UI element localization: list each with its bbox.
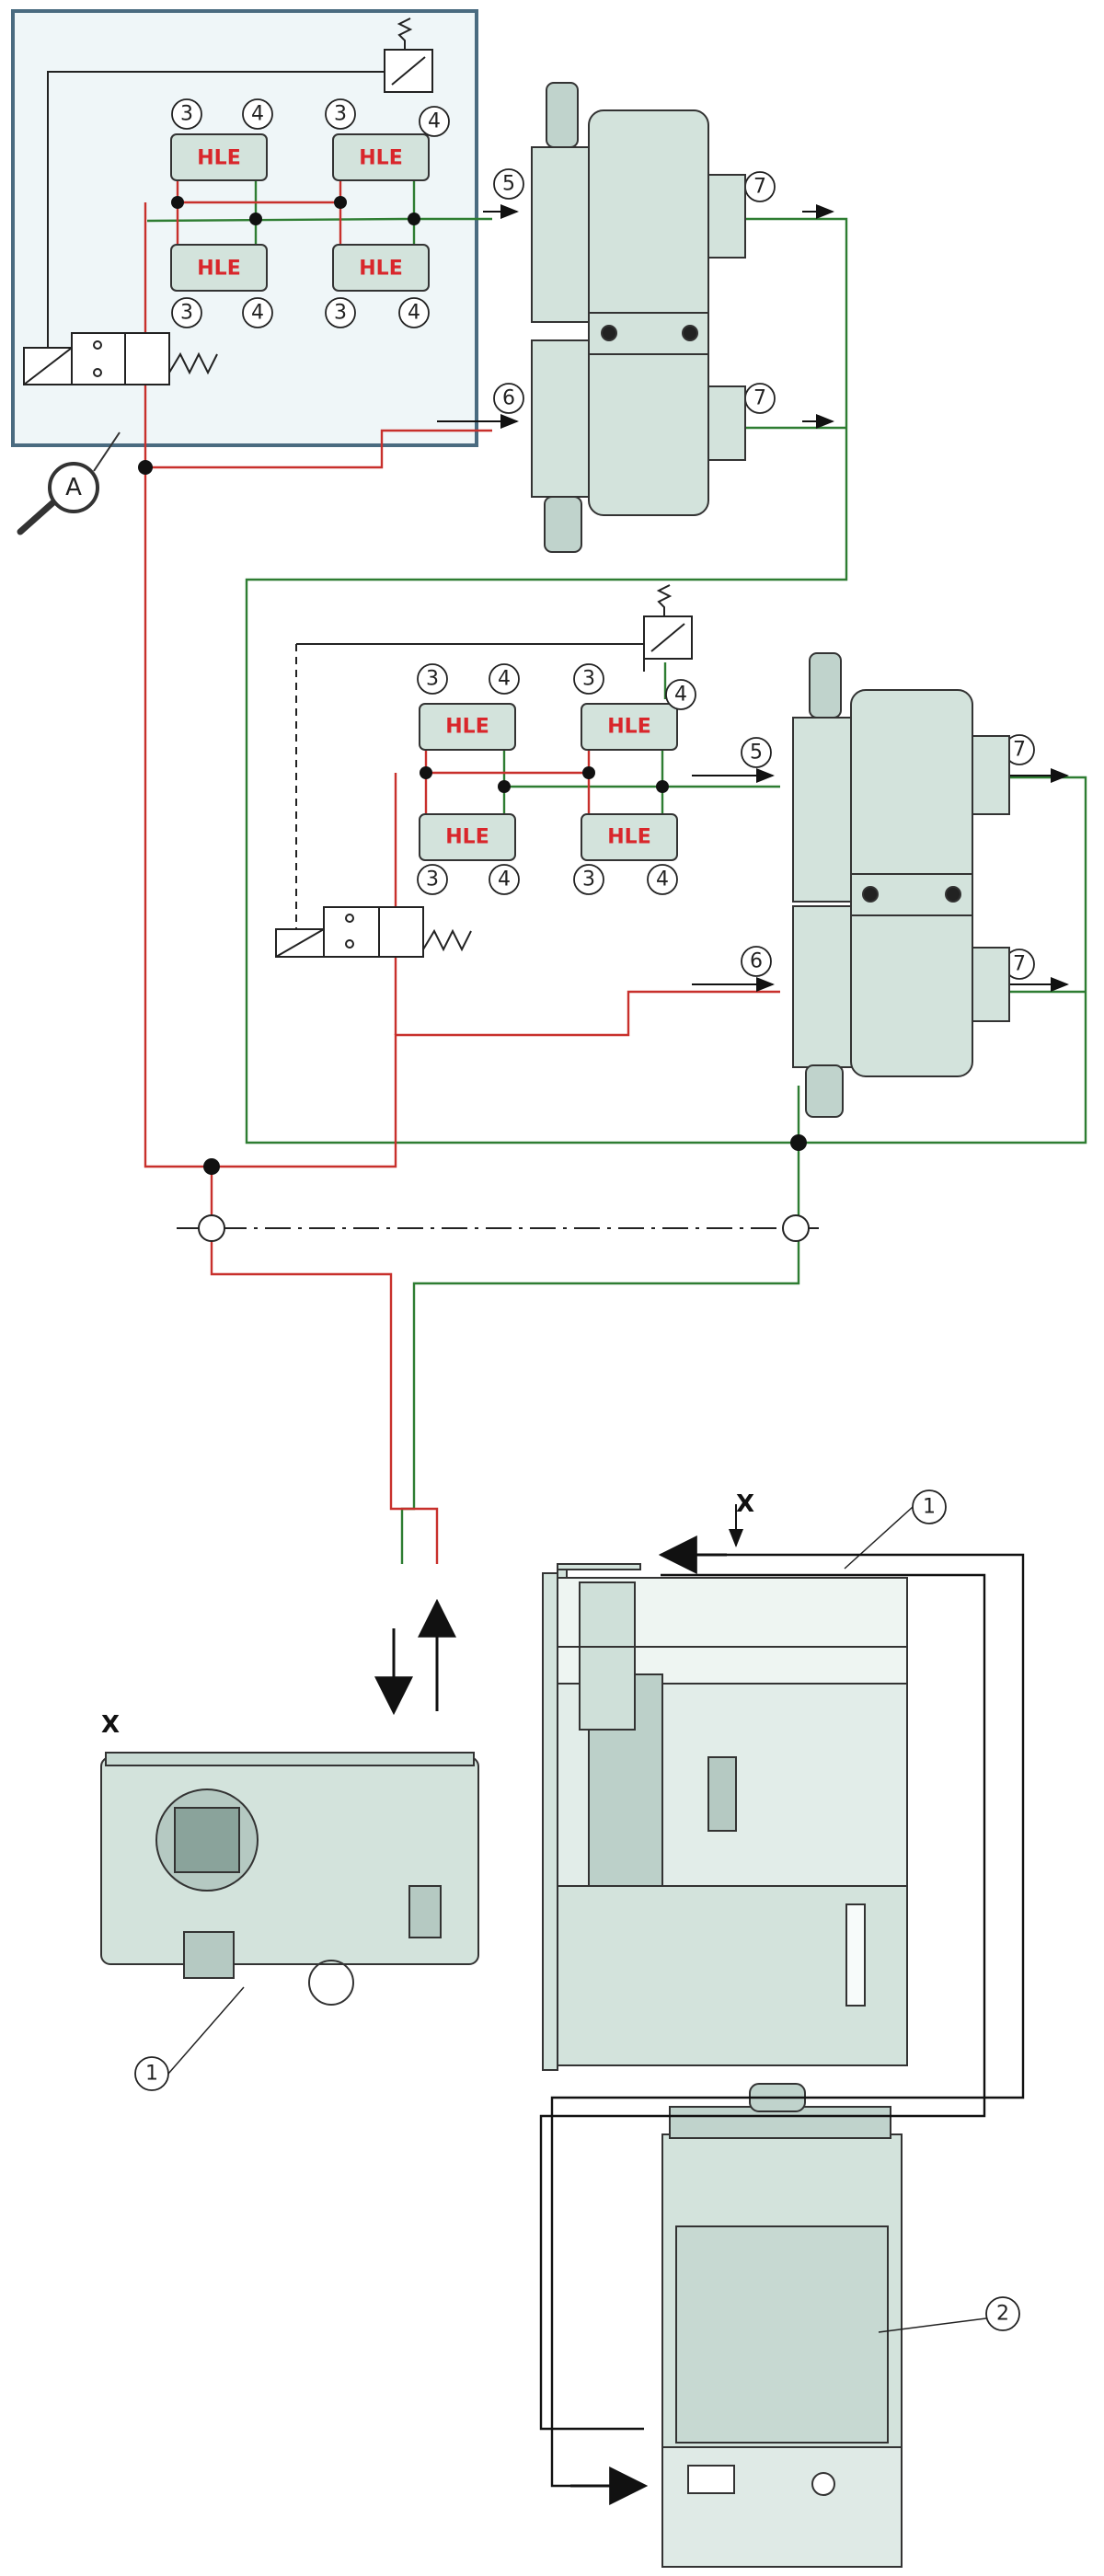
svg-text:6: 6 [502, 387, 515, 410]
hle-valve-5: HLE [419, 703, 516, 751]
motor-unit-top [531, 82, 746, 553]
svg-text:2: 2 [996, 2303, 1009, 2326]
svg-text:5: 5 [750, 742, 763, 765]
cooling-lines [539, 1553, 1025, 2488]
callout-labels: 3 4 3 4 3 4 3 4 5 6 7 7 3 4 3 4 3 4 3 4 … [145, 103, 1026, 2326]
svg-text:HLE: HLE [359, 147, 402, 170]
svg-text:4: 4 [251, 302, 264, 325]
svg-text:3: 3 [334, 302, 347, 325]
hle-valve-6: HLE [581, 703, 678, 751]
svg-text:6: 6 [750, 950, 763, 973]
control-lines [47, 71, 819, 1229]
svg-text:3: 3 [180, 103, 193, 126]
svg-text:HLE: HLE [607, 716, 650, 739]
hle-valves: HLE HLE HLE HLE HLE HLE HLE HLE [170, 133, 678, 861]
svg-text:7: 7 [1013, 739, 1026, 762]
hydraulic-unit-side-view [542, 1563, 908, 2071]
svg-text:4: 4 [408, 302, 420, 325]
detail-label: A [65, 474, 82, 501]
solenoid-valve-icon [23, 332, 472, 958]
svg-text:HLE: HLE [197, 258, 240, 281]
detail-leader [93, 431, 121, 472]
svg-text:3: 3 [582, 868, 595, 891]
hydraulic-unit-top-view [100, 1752, 479, 2006]
svg-text:4: 4 [498, 868, 511, 891]
hle-valve-8: HLE [581, 813, 678, 861]
svg-text:7: 7 [753, 387, 766, 410]
svg-text:3: 3 [582, 668, 595, 691]
view-label-x: X [101, 1711, 120, 1739]
svg-text:4: 4 [656, 868, 669, 891]
svg-text:4: 4 [674, 684, 687, 707]
junction-dots [138, 196, 807, 1175]
arrow-icon [570, 1535, 727, 2505]
hle-valve-7: HLE [419, 813, 516, 861]
svg-text:3: 3 [334, 103, 347, 126]
svg-text:HLE: HLE [359, 258, 402, 281]
magnifier-icon: A [17, 462, 99, 535]
svg-text:3: 3 [180, 302, 193, 325]
arrow-icon [374, 204, 1069, 1716]
svg-text:1: 1 [923, 1496, 936, 1519]
svg-text:4: 4 [428, 110, 441, 133]
hle-valve-4: HLE [332, 244, 430, 292]
svg-text:5: 5 [502, 173, 515, 196]
hle-valve-1: HLE [170, 133, 268, 181]
svg-text:HLE: HLE [445, 826, 489, 849]
motor-unit-middle [792, 652, 1010, 1118]
svg-text:HLE: HLE [445, 716, 489, 739]
callouts [134, 98, 1035, 2331]
pressure-switch-icon [384, 17, 693, 660]
svg-text:7: 7 [753, 176, 766, 199]
svg-text:HLE: HLE [607, 826, 650, 849]
svg-text:3: 3 [426, 668, 439, 691]
svg-text:4: 4 [498, 668, 511, 691]
svg-text:1: 1 [145, 2063, 158, 2086]
svg-text:HLE: HLE [197, 147, 240, 170]
hle-valve-2: HLE [332, 133, 430, 181]
svg-text:4: 4 [251, 103, 264, 126]
svg-text:7: 7 [1013, 953, 1026, 976]
cooling-unit [661, 2083, 903, 2568]
svg-text:3: 3 [426, 868, 439, 891]
hle-valve-3: HLE [170, 244, 268, 292]
view-label-x-side: X [736, 1490, 754, 1518]
